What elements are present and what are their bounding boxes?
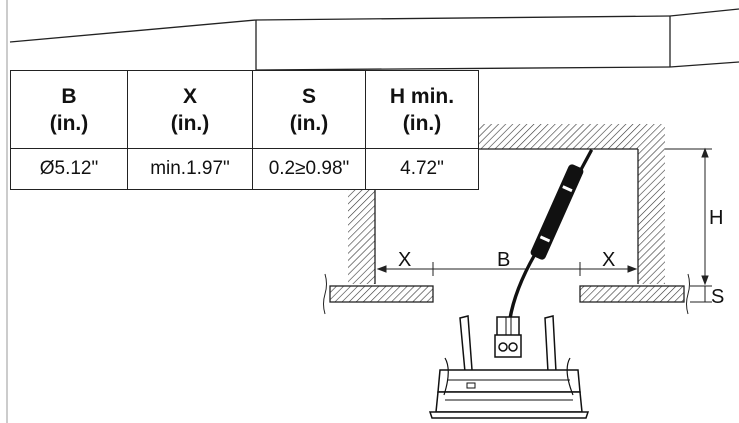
header-symbol: H min. [389,84,455,108]
label-x-right: X [602,249,615,271]
dimension-table: B (in.) X (in.) S (in.) H min. (in.) Ø5.… [10,70,479,190]
header-unit: (in.) [289,111,329,135]
cell-x: min.1.97" [127,148,253,190]
ceiling-outline [9,8,739,71]
header-unit: (in.) [170,111,210,135]
label-x-left: X [398,249,411,271]
header-unit: (in.) [49,111,89,135]
right-wall [638,149,665,284]
label-b: B [497,249,510,271]
label-s: S [711,286,724,308]
left-wall [348,188,375,284]
header-s: S (in.) [252,70,366,149]
dimension-lines [376,147,712,303]
cell-b: Ø5.12" [10,148,128,190]
power-cable [508,149,595,321]
header-h-min: H min. (in.) [365,70,479,149]
ceiling-cavity [348,124,665,284]
table-header-row: B (in.) X (in.) S (in.) H min. (in.) [10,70,479,149]
header-symbol: X [182,84,197,108]
header-unit: (in.) [402,111,442,135]
top-beam [470,124,665,149]
table-row: Ø5.12" min.1.97" 0.2≥0.98" 4.72" [10,148,479,190]
header-symbol: B [61,84,77,108]
downlight-fixture [428,315,590,419]
cell-s: 0.2≥0.98" [252,148,366,190]
ceiling-slab [323,273,690,315]
header-x: X (in.) [127,70,253,149]
label-h: H [709,207,723,229]
cable-connector [530,164,584,260]
header-b: B (in.) [10,70,128,149]
cell-h-min: 4.72" [365,148,479,190]
header-symbol: S [301,84,316,108]
